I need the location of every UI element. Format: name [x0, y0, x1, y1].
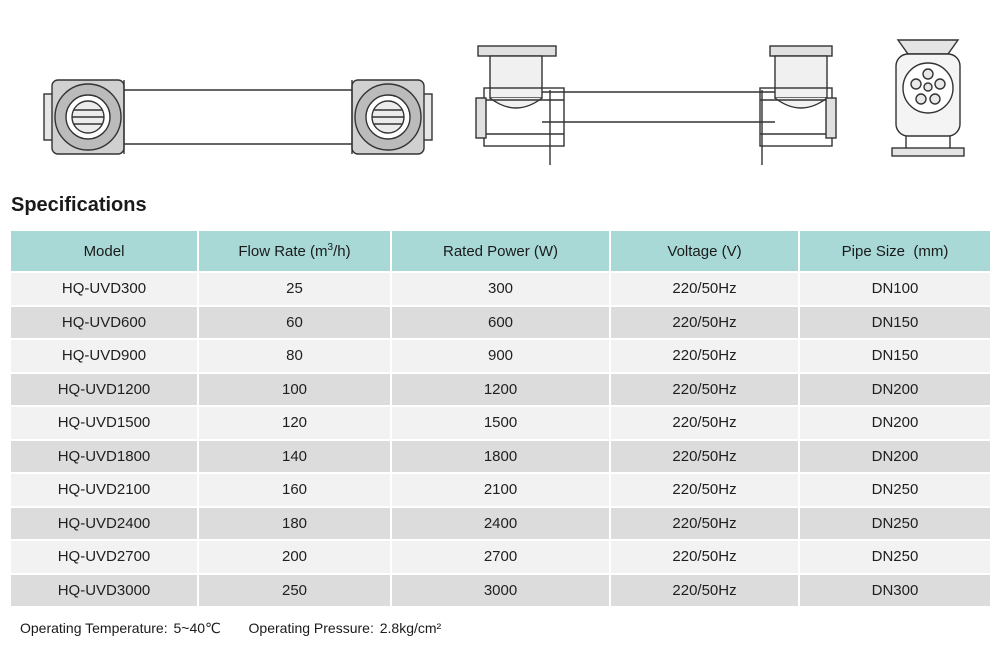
top-view-drawing: [43, 79, 433, 155]
cell-voltage: 220/50Hz: [611, 440, 798, 472]
cell-flow-rate: 140: [199, 440, 390, 472]
cell-voltage: 220/50Hz: [611, 474, 798, 506]
cell-pipe-size: DN250: [800, 541, 990, 573]
cell-pipe-size: DN250: [800, 474, 990, 506]
cell-model: HQ-UVD1200: [11, 373, 197, 405]
cell-pipe-size: DN100: [800, 273, 990, 305]
cell-pipe-size: DN200: [800, 373, 990, 405]
cell-voltage: 220/50Hz: [611, 407, 798, 439]
cell-model: HQ-UVD2100: [11, 474, 197, 506]
table-header-row: Model Flow Rate (m3/h) Rated Power (W) V…: [11, 231, 990, 271]
cell-rated-power: 3000: [392, 574, 609, 606]
cell-flow-rate: 160: [199, 474, 390, 506]
cell-model: HQ-UVD300: [11, 273, 197, 305]
cell-model: HQ-UVD1500: [11, 407, 197, 439]
cell-voltage: 220/50Hz: [611, 574, 798, 606]
cell-rated-power: 1500: [392, 407, 609, 439]
cell-flow-rate: 80: [199, 340, 390, 372]
cell-voltage: 220/50Hz: [611, 541, 798, 573]
cell-pipe-size: DN250: [800, 507, 990, 539]
cell-model: HQ-UVD1800: [11, 440, 197, 472]
cell-pipe-size: DN200: [800, 407, 990, 439]
cell-rated-power: 2700: [392, 541, 609, 573]
pressure-label: Operating Pressure:: [248, 620, 374, 636]
cell-flow-rate: 120: [199, 407, 390, 439]
cell-flow-rate: 60: [199, 306, 390, 338]
cell-pipe-size: DN200: [800, 440, 990, 472]
cell-rated-power: 1800: [392, 440, 609, 472]
side-view-drawing: [475, 45, 837, 165]
cell-rated-power: 300: [392, 273, 609, 305]
cell-pipe-size: DN300: [800, 574, 990, 606]
pressure-value: 2.8kg/cm²: [379, 620, 442, 636]
cell-flow-rate: 180: [199, 507, 390, 539]
cell-pipe-size: DN150: [800, 340, 990, 372]
cell-rated-power: 600: [392, 306, 609, 338]
cell-rated-power: 2100: [392, 474, 609, 506]
cell-voltage: 220/50Hz: [611, 306, 798, 338]
operating-conditions: Operating Temperature: 5~40℃ Operating P…: [20, 620, 443, 637]
header-pipe-size: Pipe Size (mm): [800, 231, 990, 271]
cell-voltage: 220/50Hz: [611, 507, 798, 539]
header-rated-power: Rated Power (W): [392, 231, 609, 271]
cell-voltage: 220/50Hz: [611, 273, 798, 305]
specifications-table: Model Flow Rate (m3/h) Rated Power (W) V…: [9, 229, 992, 608]
cell-model: HQ-UVD2700: [11, 541, 197, 573]
temperature-value: 5~40℃: [173, 620, 221, 636]
section-title: Specifications: [11, 194, 147, 216]
cell-flow-rate: 200: [199, 541, 390, 573]
cell-model: HQ-UVD900: [11, 340, 197, 372]
cell-model: HQ-UVD3000: [11, 574, 197, 606]
header-flow-rate: Flow Rate (m3/h): [199, 231, 390, 271]
cell-flow-rate: 25: [199, 273, 390, 305]
temperature-label: Operating Temperature:: [20, 620, 168, 636]
cell-voltage: 220/50Hz: [611, 373, 798, 405]
header-voltage: Voltage (V): [611, 231, 798, 271]
cell-rated-power: 1200: [392, 373, 609, 405]
cell-flow-rate: 100: [199, 373, 390, 405]
cell-rated-power: 2400: [392, 507, 609, 539]
cell-model: HQ-UVD2400: [11, 507, 197, 539]
end-view-drawing: [891, 39, 965, 157]
cell-flow-rate: 250: [199, 574, 390, 606]
header-model: Model: [11, 231, 197, 271]
cell-pipe-size: DN150: [800, 306, 990, 338]
cell-model: HQ-UVD600: [11, 306, 197, 338]
product-drawings: [0, 0, 1000, 190]
cell-voltage: 220/50Hz: [611, 340, 798, 372]
cell-rated-power: 900: [392, 340, 609, 372]
